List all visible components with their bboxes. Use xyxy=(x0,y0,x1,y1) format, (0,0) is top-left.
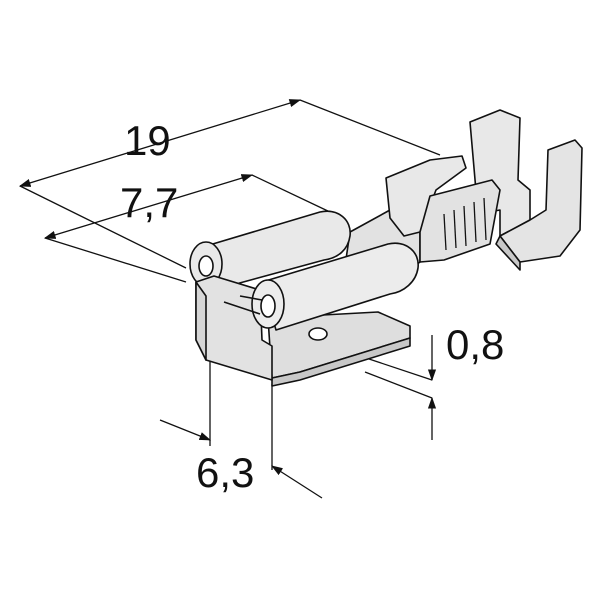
dimension-7-7 xyxy=(43,174,331,283)
dimension-label-19: 19 xyxy=(124,117,171,164)
extension-line-0-8-bottom xyxy=(364,371,433,399)
dimension-label-6-3: 6,3 xyxy=(196,449,255,496)
dimension-line-7-7 xyxy=(43,174,254,239)
extension-line-19-right xyxy=(299,99,441,156)
insulation-wing-rear xyxy=(385,155,467,237)
arrow-6-3-right xyxy=(271,465,323,499)
dimension-6-3 xyxy=(159,360,323,499)
dimension-0-8 xyxy=(359,335,437,440)
insulation-ribs xyxy=(443,197,487,251)
extension-line-0-8-top xyxy=(359,355,433,381)
crimp-wing-front xyxy=(499,139,583,263)
extension-line-7-7-right xyxy=(251,174,331,213)
extension-line-7-7-left xyxy=(44,237,187,283)
dimension-line-19 xyxy=(18,99,302,187)
tab-hole xyxy=(308,327,328,341)
receptacle-roll-front xyxy=(261,242,419,331)
dimension-label-0-8: 0,8 xyxy=(446,321,505,368)
insulation-wing-front xyxy=(419,179,501,263)
terminal-body xyxy=(189,109,583,387)
arrow-6-3-left xyxy=(159,419,212,441)
dimension-label-7-7: 7,7 xyxy=(120,179,179,226)
receptacle-roll-top xyxy=(205,210,351,291)
